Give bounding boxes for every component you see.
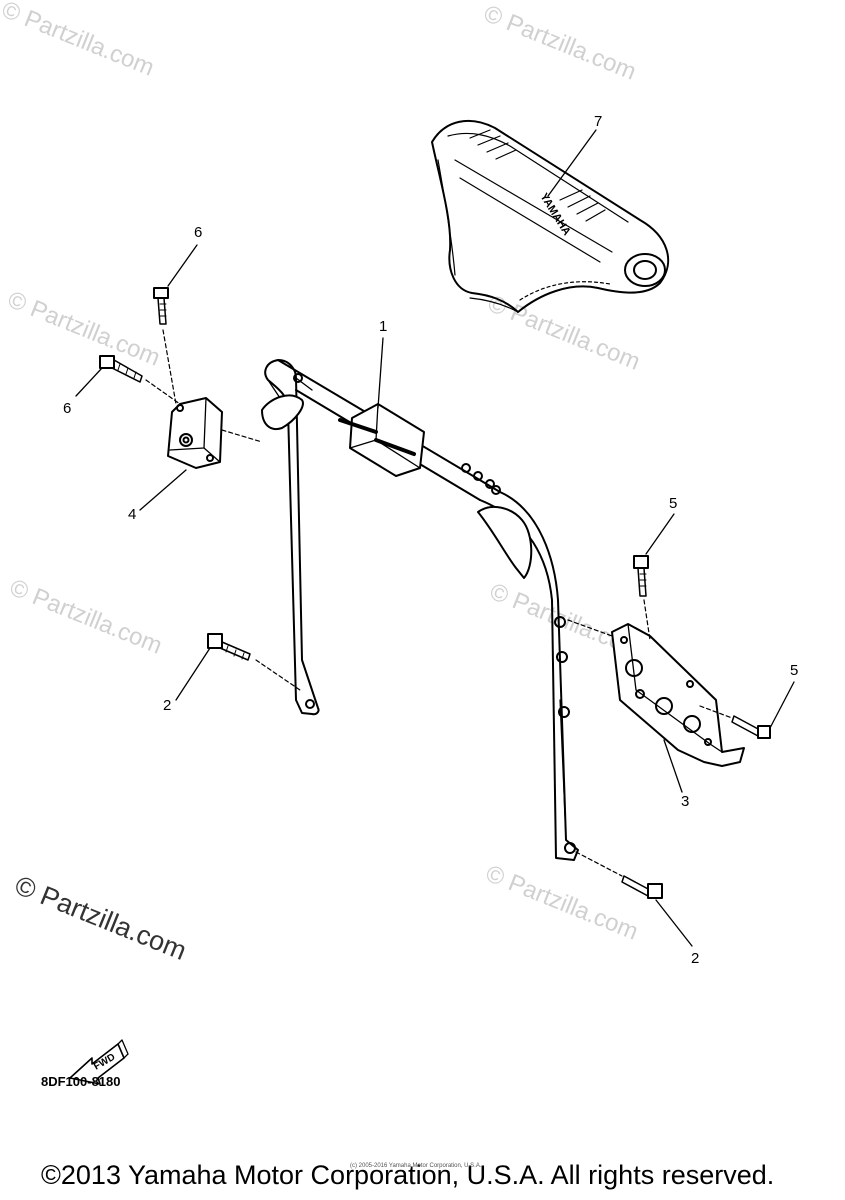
callout-3: 3: [681, 793, 689, 810]
bolt-part-2-lower: [575, 851, 663, 899]
fwd-arrow-icon: [69, 1039, 129, 1085]
bolt-part-6-upper: [153, 287, 177, 405]
handle-pole-part-1: [261, 359, 579, 861]
tiny-notice: (c) 2005-2016 Yamaha Motor Corporation, …: [350, 1163, 482, 1169]
callout-5-upper: 5: [669, 495, 677, 512]
seat-part-7: [431, 119, 670, 313]
callout-6-lower: 6: [63, 400, 71, 417]
bolt-part-6-lower: [99, 355, 181, 405]
callout-4: 4: [128, 506, 136, 523]
bracket-part-4: [167, 397, 223, 469]
seat-brand-text: YAMAHA: [537, 191, 572, 237]
pole-bracket-screws: [338, 418, 416, 456]
callout-1: 1: [379, 318, 387, 335]
bolt-part-5-lower: [699, 705, 771, 739]
bolt-part-5-upper: [633, 555, 651, 641]
callout-5-lower: 5: [790, 662, 798, 679]
diagram-code: 8DF100-8180: [41, 1074, 121, 1089]
callout-6-upper: 6: [194, 224, 202, 241]
callout-2-upper: 2: [163, 697, 171, 714]
bracket-part-3: [611, 623, 745, 767]
bolt-part-2-upper: [207, 633, 301, 691]
callout-7: 7: [594, 113, 602, 130]
copyright-notice: ©2013 Yamaha Motor Corporation, U.S.A. A…: [41, 1160, 775, 1190]
callout-2-lower: 2: [691, 950, 699, 967]
